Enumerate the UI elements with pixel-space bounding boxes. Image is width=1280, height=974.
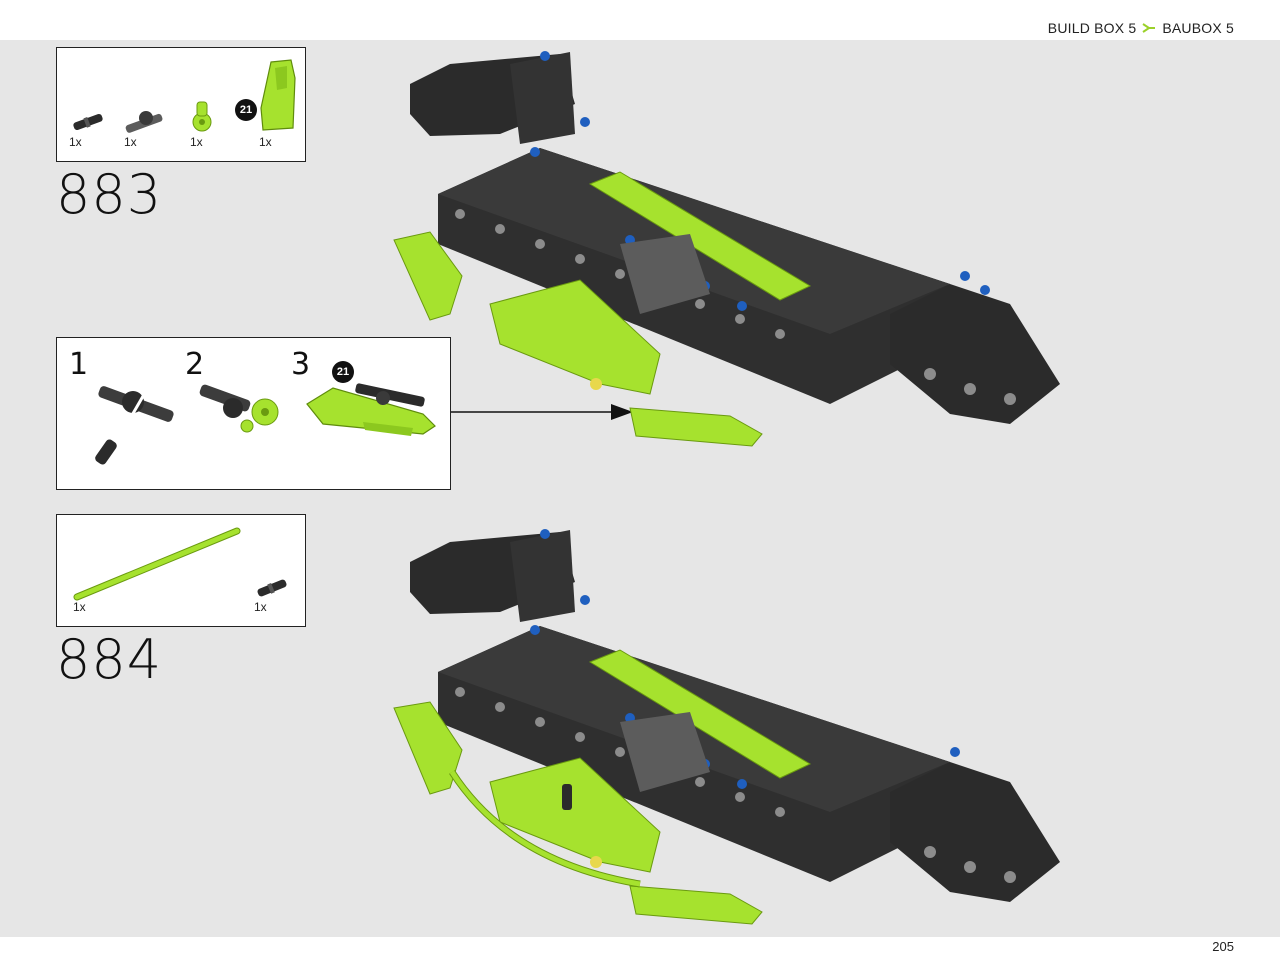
sub-assembly-badge: 21 xyxy=(235,99,257,121)
dark-grey-cross-connector-icon xyxy=(125,111,163,133)
step-number-883: 883 xyxy=(56,163,163,226)
lime-arrow-separator-icon xyxy=(1142,23,1156,33)
substep-number-1: 1 xyxy=(69,347,89,382)
breadcrumb: BUILD BOX 5 BAUBOX 5 xyxy=(1048,20,1234,36)
part-qty: 1x xyxy=(73,600,86,614)
sub-assembly-callout: 1 2 3 21 xyxy=(56,337,451,490)
part-qty: 1x xyxy=(259,135,272,149)
lime-panel-icon xyxy=(260,59,296,131)
part-qty: 1x xyxy=(190,135,203,149)
substep-number-2: 2 xyxy=(185,347,205,382)
pin-insert-diagram xyxy=(95,366,174,465)
panel-assembly-diagram xyxy=(306,383,436,436)
parts-callout-883: 1x 1x 1x 21 1x xyxy=(56,47,306,162)
breadcrumb-build-box: BUILD BOX 5 xyxy=(1047,20,1137,36)
lime-flex-axle-icon xyxy=(73,527,241,601)
page-header: BUILD BOX 5 BAUBOX 5 xyxy=(0,0,1280,40)
page-footer xyxy=(0,937,1280,974)
part-qty: 1x xyxy=(124,135,137,149)
breadcrumb-baubox: BAUBOX 5 xyxy=(1162,20,1234,36)
step-number-884: 884 xyxy=(56,628,163,691)
substep-number-3: 3 xyxy=(291,347,311,382)
ball-connector-diagram xyxy=(199,384,279,433)
black-pin-icon xyxy=(73,113,103,131)
model-render-884 xyxy=(393,529,1060,925)
part-qty: 1x xyxy=(254,600,267,614)
model-render-883 xyxy=(393,51,1060,447)
part-qty: 1x xyxy=(69,135,82,149)
sub-assembly-badge: 21 xyxy=(332,361,354,383)
black-pin-icon xyxy=(257,579,287,597)
placement-arrow xyxy=(451,404,633,420)
parts-callout-884: 1x 1x xyxy=(56,514,306,627)
lime-ball-connector-icon xyxy=(192,101,212,132)
page-number: 205 xyxy=(1212,939,1234,954)
